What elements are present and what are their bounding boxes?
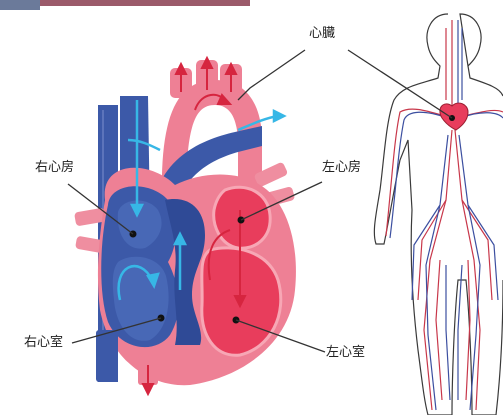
label-left-ventricle: 左心室 (326, 345, 365, 361)
label-left-atrium: 左心房 (322, 160, 361, 176)
leader-aorta (238, 50, 305, 100)
label-right-atrium: 右心房 (35, 160, 74, 176)
anatomical-heart-cross-section-icon (74, 58, 296, 394)
label-heart: 心臓 (309, 26, 335, 42)
human-circulatory-system-icon (374, 14, 503, 415)
label-right-ventricle: 右心室 (24, 335, 63, 351)
corner-strip-dark (0, 0, 40, 10)
